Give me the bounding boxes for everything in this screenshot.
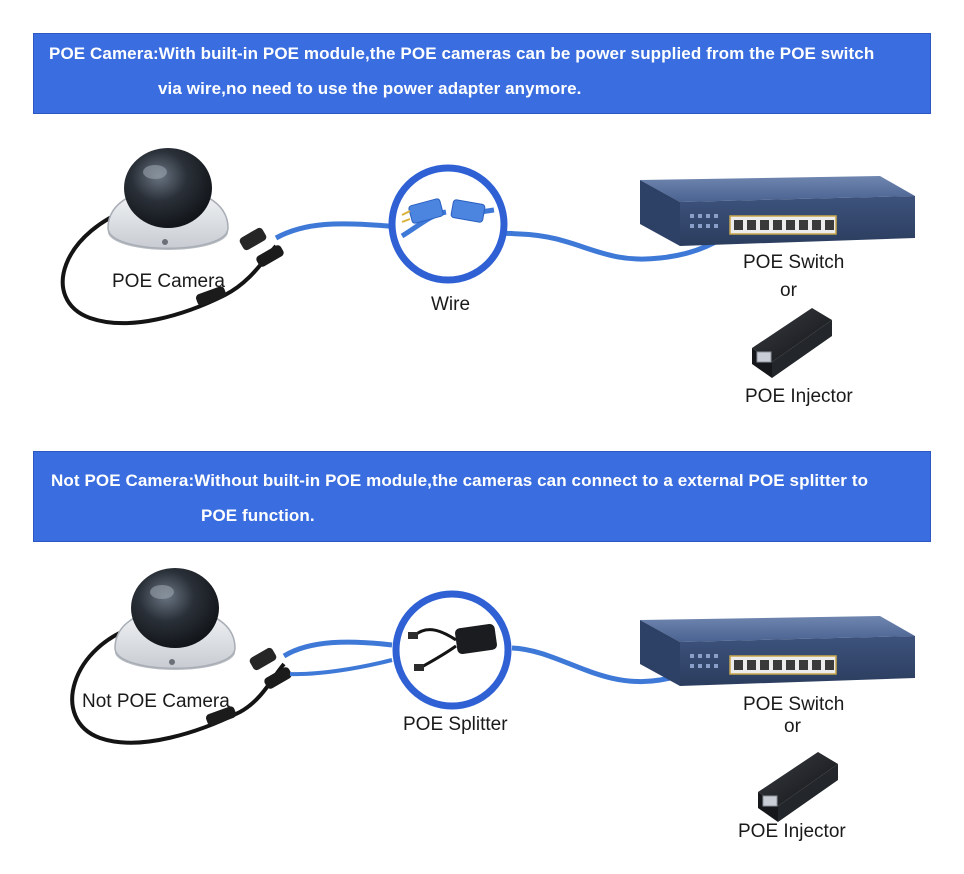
splitter-circle: [392, 590, 512, 710]
label-poe-injector-top: POE Injector: [745, 386, 853, 407]
bottom-banner-line-2: POE function.: [201, 506, 315, 525]
wire-circle: [388, 164, 508, 284]
switch-port-row: [729, 655, 837, 675]
dc-connector: [256, 245, 284, 267]
poe-switch-top: [640, 176, 915, 246]
bottom-banner-line-1: Not POE Camera:Without built-in POE modu…: [51, 471, 869, 490]
label-poe-splitter: POE Splitter: [403, 714, 508, 735]
not-poe-camera: [114, 568, 236, 670]
injector-port: [762, 795, 778, 807]
label-wire: Wire: [431, 294, 471, 315]
dc-connector: [264, 667, 292, 689]
label-or-bottom: or: [784, 716, 801, 737]
poe-switch-bottom: [640, 616, 915, 686]
bottom-banner: Not POE Camera:Without built-in POE modu…: [33, 451, 931, 542]
top-banner: POE Camera:With built-in POE module,the …: [33, 33, 931, 114]
label-or-top: or: [780, 280, 797, 301]
network-cable-bottom-left-2: [289, 658, 393, 677]
cable-connector: [205, 706, 237, 726]
label-poe-camera: POE Camera: [112, 271, 225, 292]
camera-cable-bottom: [70, 623, 286, 745]
network-cable-top: [274, 221, 740, 262]
poe-injector-bottom: [758, 752, 838, 822]
poe-camera-top: [107, 148, 229, 250]
rj45-plug-icon: [408, 198, 444, 224]
rj45-plug-icon: [450, 199, 486, 223]
injector-port: [756, 351, 772, 363]
top-section: [60, 148, 915, 378]
label-not-poe-camera: Not POE Camera: [82, 691, 230, 712]
cable-connector: [195, 286, 227, 306]
switch-port-row: [729, 215, 837, 235]
rj45-connector: [249, 647, 277, 671]
camera-cable-top: [60, 203, 278, 326]
label-poe-switch-bottom: POE Switch: [743, 694, 845, 715]
top-banner-line-2: via wire,no need to use the power adapte…: [158, 79, 582, 98]
top-banner-line-1: POE Camera:With built-in POE module,the …: [49, 44, 875, 63]
label-poe-switch-top: POE Switch: [743, 252, 845, 273]
rj45-connector: [239, 227, 267, 251]
network-cable-bottom-left: [282, 639, 393, 659]
splitter-body: [455, 623, 497, 655]
label-poe-injector-bottom: POE Injector: [738, 821, 846, 842]
poe-injector-top: [752, 308, 832, 378]
bottom-section: [70, 568, 915, 822]
